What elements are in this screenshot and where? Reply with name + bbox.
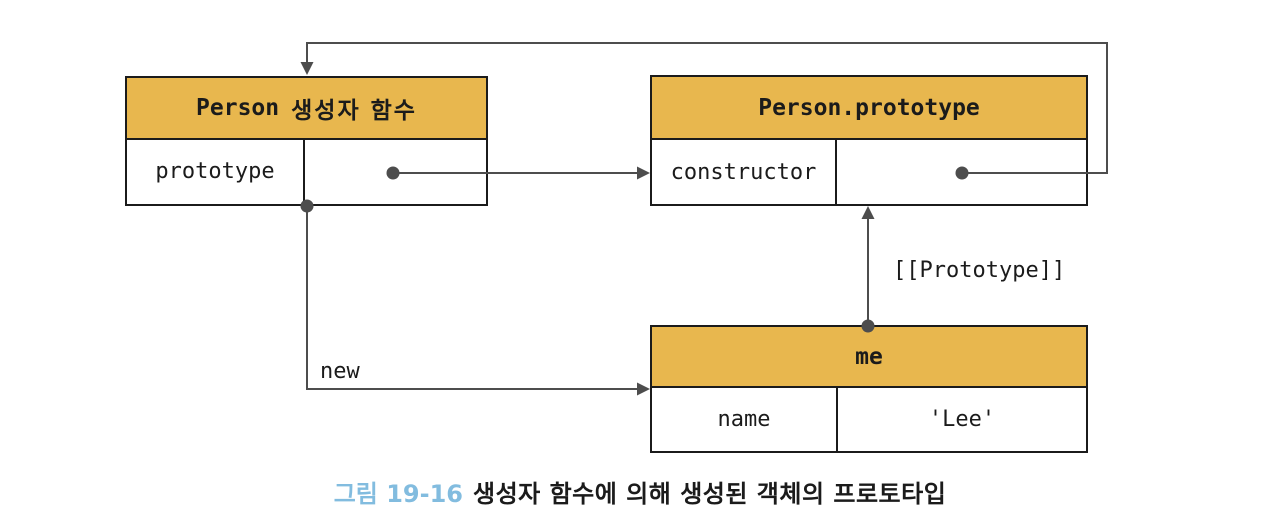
- figure-caption: 그림 19-16 생성자 함수에 의해 생성된 객체의 프로토타입: [0, 474, 1280, 509]
- person-constructor-box-header: Person 생성자 함수: [127, 78, 486, 140]
- prototype-internal-slot-label: [[Prototype]]: [893, 258, 1066, 283]
- name-value-cell: 'Lee': [928, 407, 996, 432]
- new-operator-label: new: [320, 359, 360, 384]
- person-prototype-value-cell: [305, 140, 486, 202]
- constructor-key-cell: constructor: [652, 140, 837, 204]
- person-prototype-box-body: constructor: [652, 140, 1086, 204]
- person-prototype-key-cell: prototype: [127, 140, 305, 202]
- me-instance-box-body: name 'Lee': [652, 388, 1086, 451]
- person-prototype-title: Person.prototype: [758, 94, 980, 121]
- person-constructor-title-code: Person: [196, 95, 280, 121]
- person-constructor-box-body: prototype: [127, 140, 486, 202]
- person-prototype-box-header: Person.prototype: [652, 77, 1086, 140]
- name-key-cell: name: [652, 388, 838, 451]
- figure-caption-text: 생성자 함수에 의해 생성된 객체의 프로토타입: [472, 480, 947, 508]
- person-constructor-title-korean: 생성자 함수: [291, 98, 417, 124]
- person-constructor-box: Person 생성자 함수 prototype: [125, 76, 488, 206]
- constructor-value-cell: [837, 140, 1086, 204]
- arrow-prototype-link: [861, 206, 875, 333]
- me-instance-box: me name 'Lee': [650, 325, 1088, 453]
- me-instance-box-header: me: [652, 327, 1086, 388]
- person-prototype-box: Person.prototype constructor: [650, 75, 1088, 206]
- me-instance-title: me: [855, 343, 883, 370]
- figure-number: 그림 19-16: [333, 480, 463, 508]
